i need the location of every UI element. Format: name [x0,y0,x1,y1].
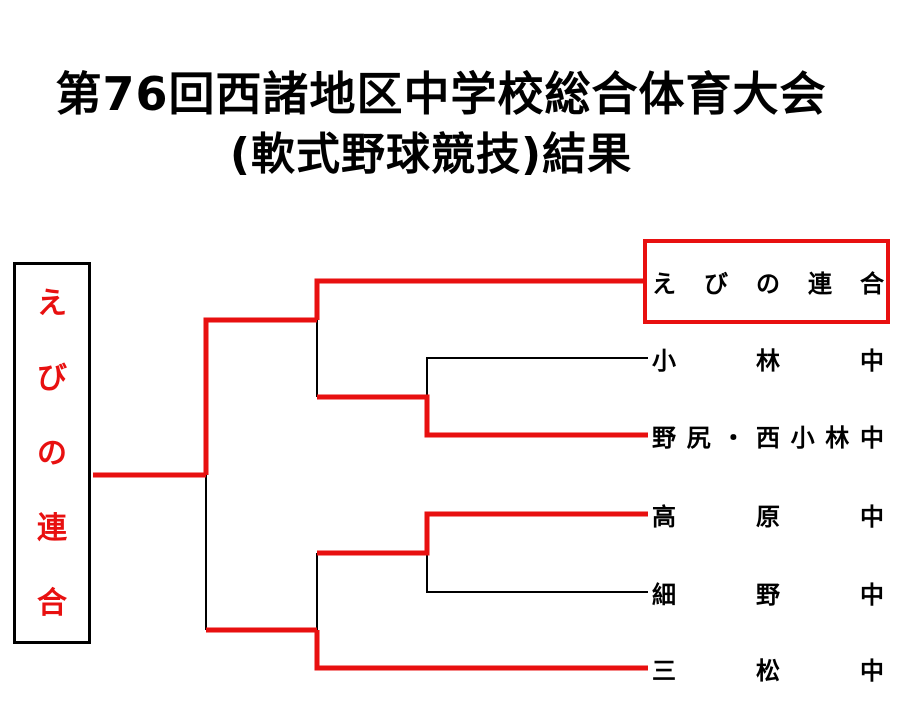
bracket-line-semi1-winner [203,317,317,475]
champion-box: え び の 連 合 [13,262,91,644]
team-char: 原 [756,502,780,531]
champion-char: 連 [37,510,67,546]
champion-char: え [37,285,67,321]
team-char: 松 [756,656,780,685]
team-takaharu: 高 原 中 [652,497,884,531]
team-char: 三 [652,656,676,685]
champion-char: 合 [37,585,67,621]
bracket-line-hosono [426,553,648,593]
team-char: 高 [652,502,676,531]
team-char: 中 [860,346,884,375]
winner-highlight-box [643,239,890,324]
page-subtitle: (軟式野球競技)結果 [229,129,633,180]
bracket-line-takaharu [317,511,648,556]
page-title: 第76回西諸地区中学校総合体育大会 [55,67,827,121]
team-char: 西 [755,423,780,452]
team-char: 中 [860,580,884,609]
team-char: 中 [859,423,884,452]
champion-char: び [37,360,67,396]
team-char: 林 [825,423,850,452]
team-char: 小 [790,423,815,452]
team-char: 中 [860,502,884,531]
team-char: 野 [652,423,676,452]
team-char: 中 [860,656,884,685]
bracket-line-shosho [426,357,648,397]
team-ebino-rengo: え び の 連 合 [652,264,884,298]
team-char: ・ [721,423,746,452]
team-char: び [704,269,728,298]
team-char: 合 [860,269,884,298]
bracket-line-nojiri [317,394,648,438]
team-char: 野 [756,580,780,609]
champion-char: の [37,435,67,471]
bracket-line-mimatsu [314,630,648,671]
team-char: 細 [652,580,676,609]
team-char: の [756,269,780,298]
team-char: 小 [652,346,676,375]
team-kobayashi: 小 林 中 [652,341,884,375]
team-mimatsu: 三 松 中 [652,651,884,685]
team-hosono: 細 野 中 [652,575,884,609]
bracket-line-ebino [314,278,645,320]
team-nojiri-nishikobayashi: 野 尻 ・ 西 小 林 中 [652,418,884,452]
team-char: 連 [808,269,832,298]
team-char: 尻 [686,423,711,452]
team-char: え [652,269,676,298]
team-char: 林 [756,346,780,375]
